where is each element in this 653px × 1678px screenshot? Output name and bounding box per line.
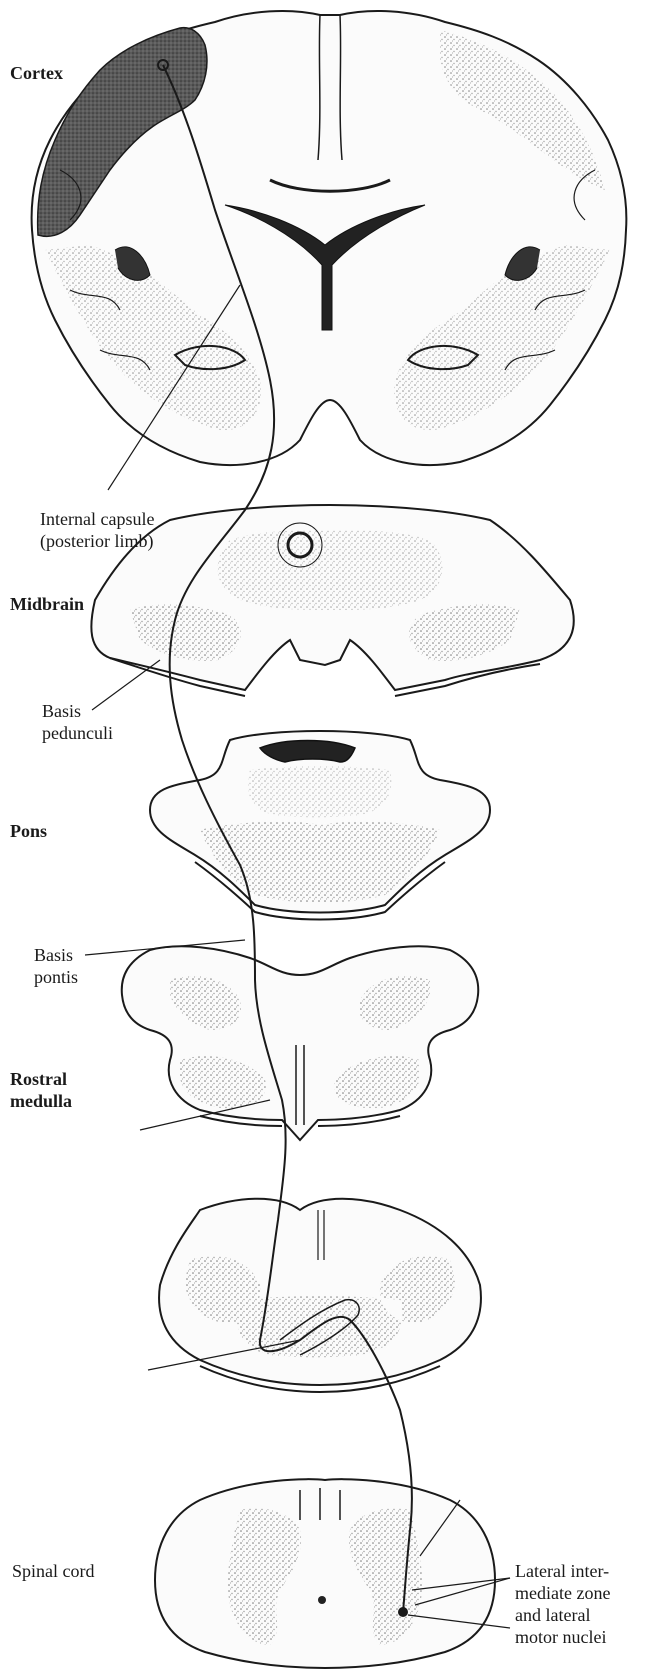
basis-pontis-label-line2: pontis (34, 966, 78, 988)
basis-pedunculi-label-line1: Basis (42, 700, 81, 722)
midbrain-section (91, 505, 573, 696)
pons-label: Pons (10, 820, 47, 842)
fourth-ventricle (260, 741, 355, 763)
medulla-outline (122, 946, 479, 1140)
lateral-zone-label-line4: motor nuclei (515, 1626, 606, 1648)
lateral-zone-label-line3: and lateral (515, 1604, 590, 1626)
pons-section (150, 731, 490, 920)
rostral-medulla-section (122, 946, 479, 1140)
basis-pedunculi-label-line2: pedunculi (42, 722, 113, 744)
central-canal (318, 1596, 326, 1604)
caudal-medulla-section (159, 1199, 481, 1392)
cortex-label: Cortex (10, 62, 63, 84)
tegmentum-stipple (218, 530, 443, 610)
spinal-cord-label: Spinal cord (12, 1560, 95, 1582)
rostral-medulla-label-line2: medulla (10, 1090, 72, 1112)
spinal-cord-section (155, 1479, 495, 1668)
rostral-medulla-label-line1: Rostral (10, 1068, 67, 1090)
internal-capsule-label-line2: (posterior limb) (40, 530, 153, 552)
cortex-section (32, 11, 627, 465)
basis-pontis-stipple (200, 822, 440, 903)
pons-tegmentum-stipple (248, 766, 391, 817)
internal-capsule-label-line1: Internal capsule (40, 508, 154, 530)
spinal-cord-outline (155, 1479, 495, 1668)
lateral-zone-label-line2: mediate zone (515, 1582, 610, 1604)
basis-pontis-label-line1: Basis (34, 944, 73, 966)
lateral-zone-label-line1: Lateral inter- (515, 1560, 609, 1582)
basis-pedunculi-leader (92, 660, 160, 710)
midbrain-label: Midbrain (10, 593, 84, 615)
